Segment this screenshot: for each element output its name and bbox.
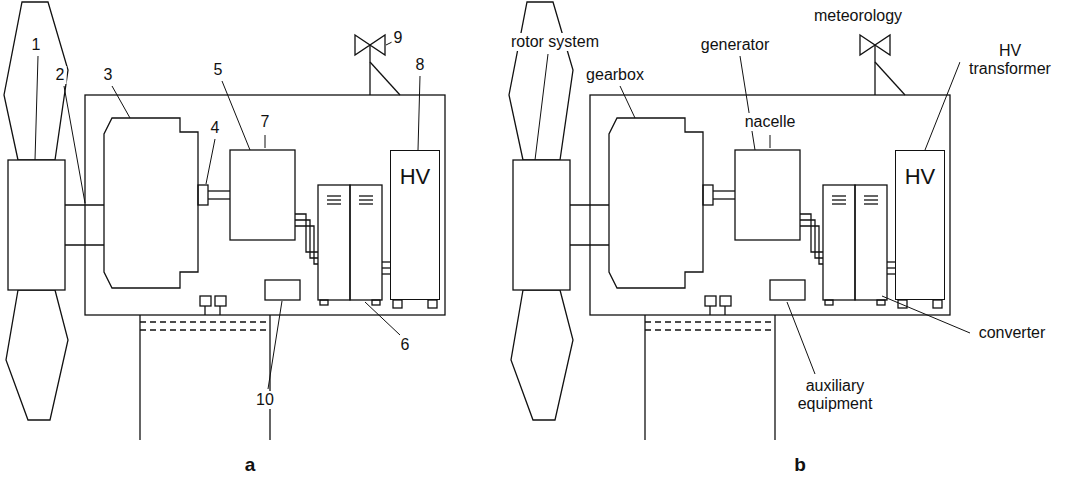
- callout-number: 7: [259, 113, 272, 131]
- transformer-box: HV: [390, 150, 440, 300]
- callout-number: 1: [30, 36, 43, 54]
- box-text: HV: [896, 151, 944, 189]
- part-label: nacelle: [743, 113, 798, 131]
- turbine-panel-a: [4, 2, 445, 440]
- part-label: HV transformer: [961, 42, 1060, 78]
- part-label: meteorology: [812, 7, 904, 25]
- part-label: rotor system: [509, 33, 601, 51]
- leader-lines: [35, 42, 970, 389]
- callout-number: 9: [392, 29, 405, 47]
- callout-number: 2: [54, 66, 67, 84]
- callout-number: 4: [209, 119, 222, 137]
- panel-letter: b: [792, 456, 808, 474]
- callout-number: 10: [254, 391, 276, 409]
- turbine-panel-b: [509, 2, 950, 440]
- callout-number: 8: [414, 56, 427, 74]
- callout-number: 6: [399, 336, 412, 354]
- part-label: gearbox: [584, 66, 646, 84]
- part-label: generator: [699, 36, 772, 54]
- callout-number: 5: [212, 61, 225, 79]
- box-text: HV: [391, 151, 439, 189]
- part-label: converter: [977, 324, 1048, 342]
- transformer-box: HV: [895, 150, 945, 300]
- callout-number: 3: [102, 66, 115, 84]
- part-label: auxiliary equipment: [791, 377, 880, 413]
- panel-letter: a: [243, 456, 258, 474]
